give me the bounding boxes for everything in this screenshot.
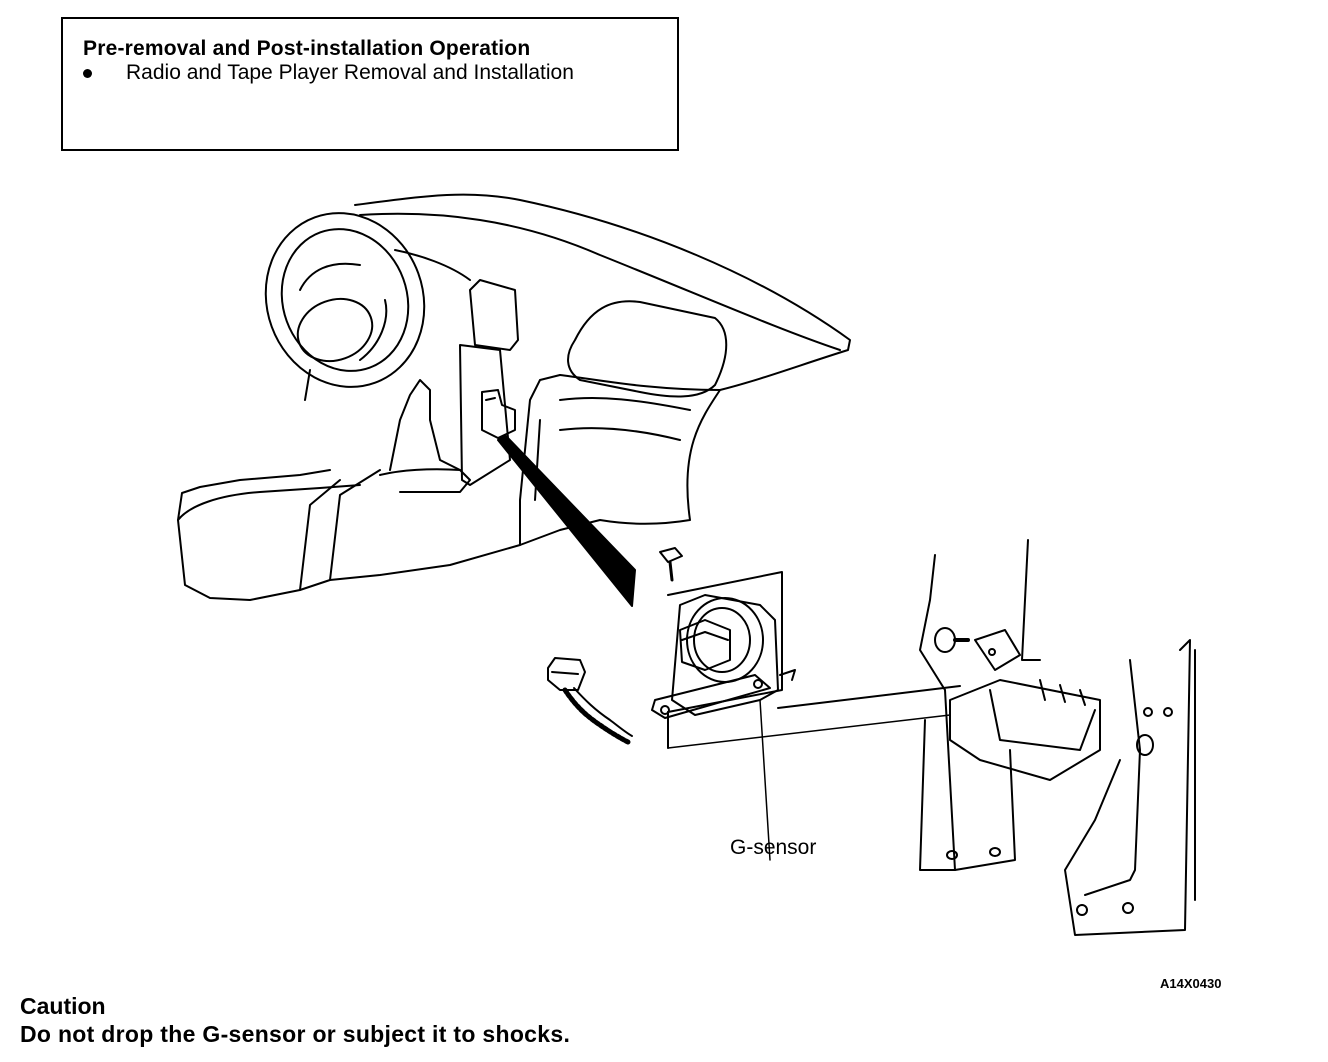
mount-line-2	[667, 714, 951, 749]
bullet-icon	[83, 68, 92, 78]
caution-text: Do not drop the G-sensor or subject it t…	[20, 1021, 571, 1047]
callout-wedge	[497, 434, 636, 607]
caution-block: Caution Do not drop the G-sensor or subj…	[20, 992, 570, 1048]
connector-harness	[547, 657, 633, 745]
mount-line	[777, 685, 961, 709]
operation-title: Pre-removal and Post-installation Operat…	[83, 37, 531, 60]
dashboard-illustration	[177, 193, 851, 601]
operation-item: Radio and Tape Player Removal and Instal…	[83, 61, 574, 85]
operation-box: Pre-removal and Post-installation Operat…	[61, 17, 679, 151]
bolt	[659, 547, 683, 582]
floor-bracket	[919, 539, 1196, 936]
g-sensor-assembly	[651, 571, 796, 861]
operation-item-label: Radio and Tape Player Removal and Instal…	[126, 61, 574, 84]
g-sensor-label: G-sensor	[730, 836, 817, 859]
figure-id: A14X0430	[1160, 976, 1222, 991]
caution-title: Caution	[20, 993, 106, 1019]
